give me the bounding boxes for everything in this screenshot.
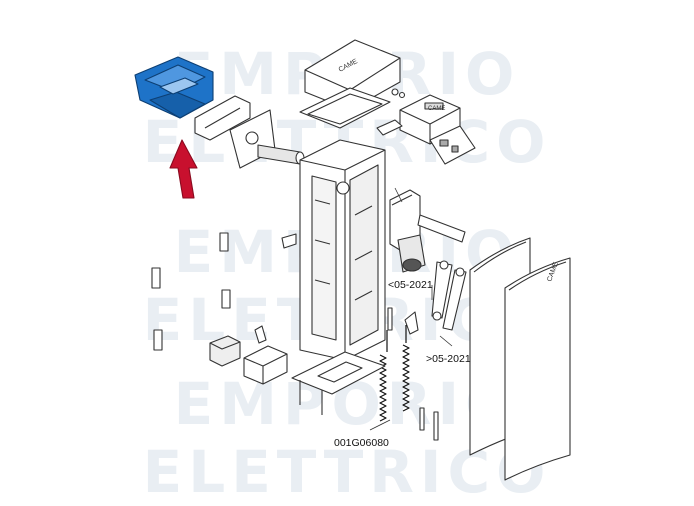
transformer bbox=[209, 335, 241, 367]
screw bbox=[387, 307, 393, 331]
leader-line bbox=[369, 419, 391, 431]
screw bbox=[433, 411, 439, 441]
base-plate bbox=[291, 351, 386, 415]
label-part-code: 001G06080 bbox=[334, 437, 389, 449]
motor-assembly bbox=[389, 189, 466, 273]
label-after-date: >05-2021 bbox=[426, 353, 471, 365]
red-up-arrow bbox=[169, 139, 198, 199]
control-board-box bbox=[376, 94, 476, 165]
barrier-shaft bbox=[257, 144, 305, 165]
front-panel-front bbox=[504, 257, 571, 481]
screw bbox=[419, 407, 425, 431]
battery-box bbox=[243, 345, 288, 385]
small-clip bbox=[254, 325, 267, 344]
leader-line bbox=[394, 187, 403, 203]
side-accessories bbox=[151, 232, 297, 351]
label-before-date: <05-2021 bbox=[388, 279, 433, 291]
leader-line bbox=[439, 335, 453, 347]
highlighted-cover-part[interactable] bbox=[134, 56, 214, 119]
main-cabinet bbox=[299, 139, 386, 361]
screw bbox=[391, 88, 399, 96]
screw bbox=[398, 91, 406, 99]
logo-on-box: CAME bbox=[428, 106, 445, 112]
linkage-arms bbox=[404, 260, 467, 335]
top-cover bbox=[299, 39, 401, 129]
